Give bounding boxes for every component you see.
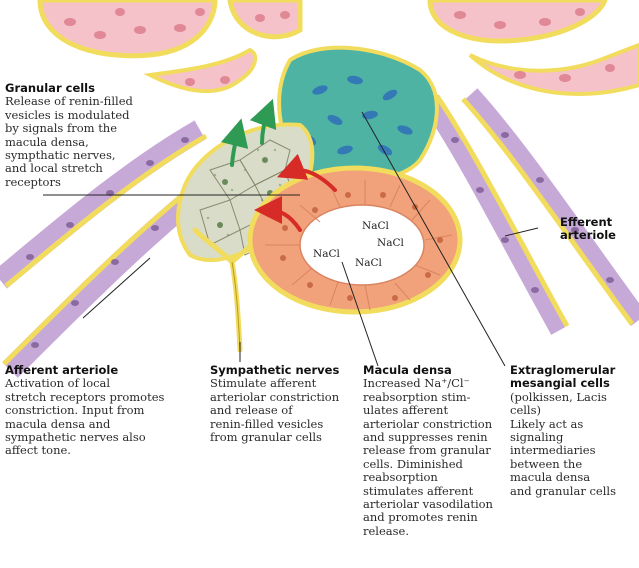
macula-title: Macula densa	[363, 363, 452, 377]
mesangial-line-5: intermediaries	[510, 443, 596, 458]
macula-line-9: stimulates afferent	[363, 483, 474, 498]
afferent-line-6: affect tone.	[5, 443, 71, 458]
afferent-line-3: constriction. Input from	[5, 403, 145, 418]
mesangial-line-1: (polkissen, Lacis	[510, 389, 607, 404]
efferent-title-line-2: arteriole	[560, 228, 616, 243]
mesangial-line-6: between the	[510, 456, 583, 471]
extraglomerular-mesangial-cells	[277, 45, 439, 185]
leader-lines	[43, 111, 539, 367]
sympathetic-title: Sympathetic nerves	[210, 363, 340, 377]
mesangial-line-8: and granular cells	[510, 483, 616, 498]
granular-cells-line-5: sympthatic nerves,	[5, 148, 116, 163]
green-release-arrows	[221, 98, 277, 167]
macula-line-3: ulates afferent	[363, 403, 449, 418]
macula-line-1: Increased Na⁺/Cl⁻	[363, 376, 470, 391]
mesangial-line-4: signaling	[510, 430, 564, 445]
afferent-arteriole-label: Afferent arteriole Activation of local s…	[5, 363, 165, 458]
granular-cells-line-2: vesicles is modulated	[5, 107, 130, 122]
macula-line-2: reabsorption stim-	[363, 389, 471, 404]
nacl-label-1: NaCl	[362, 220, 389, 232]
granular-cells-label: Granular cells Release of renin-filled v…	[5, 81, 133, 189]
macula-line-4: arteriolar constriction	[363, 416, 493, 431]
macula-line-10: arteriolar vasodilation	[363, 497, 493, 512]
mesangial-title-line-2: mesangial cells	[510, 376, 610, 391]
granular-cells-line-3: by signals from the	[5, 121, 118, 136]
efferent-arteriole	[421, 88, 639, 335]
granular-cells-line-6: and local stretch	[5, 161, 103, 176]
mesangial-line-2: cells)	[510, 403, 541, 418]
nacl-label-2: NaCl	[377, 237, 404, 249]
macula-line-8: reabsorption	[363, 470, 438, 485]
afferent-line-1: Activation of local	[5, 376, 111, 391]
nacl-label-3: NaCl	[313, 248, 340, 260]
macula-line-7: cells. Diminished	[363, 456, 463, 471]
mesangial-line-7: macula densa	[510, 470, 591, 485]
sympathetic-line-1: Stimulate afferent	[210, 376, 317, 391]
macula-line-12: release.	[363, 523, 410, 538]
macula-line-5: and suppresses renin	[363, 430, 488, 445]
afferent-line-5: sympathetic nerves also	[5, 430, 146, 445]
macula-densa-label: Macula densa Increased Na⁺/Cl⁻ reabsorpt…	[363, 363, 493, 538]
macula-densa	[247, 165, 463, 315]
efferent-title-line-1: Efferent	[560, 215, 613, 229]
glomerular-capillaries	[37, 0, 639, 96]
granular-cells-title: Granular cells	[5, 81, 95, 95]
sympathetic-line-5: from granular cells	[210, 430, 322, 445]
granular-cells-line-7: receptors	[5, 174, 61, 189]
macula-line-11: and promotes renin	[363, 510, 478, 525]
afferent-title: Afferent arteriole	[5, 363, 119, 377]
mesangial-cells-label: Extraglomerular mesangial cells (polkiss…	[510, 363, 616, 498]
sympathetic-line-3: and release of	[210, 403, 293, 418]
afferent-line-2: stretch receptors promotes	[5, 389, 165, 404]
granular-cells-line-1: Release of renin-filled	[5, 94, 133, 109]
granular-cells-line-4: macula densa,	[5, 134, 89, 149]
efferent-arteriole-label: Efferent arteriole	[560, 215, 616, 243]
mesangial-line-3: Likely act as	[510, 416, 584, 431]
sympathetic-line-2: arteriolar constriction	[210, 389, 340, 404]
sympathetic-nerves-label: Sympathetic nerves Stimulate afferent ar…	[210, 363, 340, 445]
nacl-label-4: NaCl	[355, 257, 382, 269]
sympathetic-line-4: renin-filled vesicles	[210, 416, 324, 431]
macula-line-6: release from granular	[363, 443, 491, 458]
red-signal-arrows	[254, 153, 337, 232]
mesangial-title-line-1: Extraglomerular	[510, 363, 616, 377]
afferent-line-4: macula densa and	[5, 416, 111, 431]
